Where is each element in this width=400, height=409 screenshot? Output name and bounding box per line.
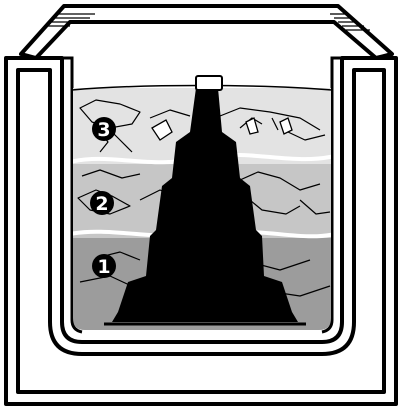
marker-1: 1 [92, 254, 116, 278]
marker-1-label: 1 [97, 256, 110, 278]
plunger-cap [196, 76, 222, 90]
marker-2: 2 [90, 191, 114, 215]
marker-2-label: 2 [95, 193, 108, 215]
marker-3: 3 [92, 117, 116, 141]
marker-3-label: 3 [97, 119, 110, 141]
